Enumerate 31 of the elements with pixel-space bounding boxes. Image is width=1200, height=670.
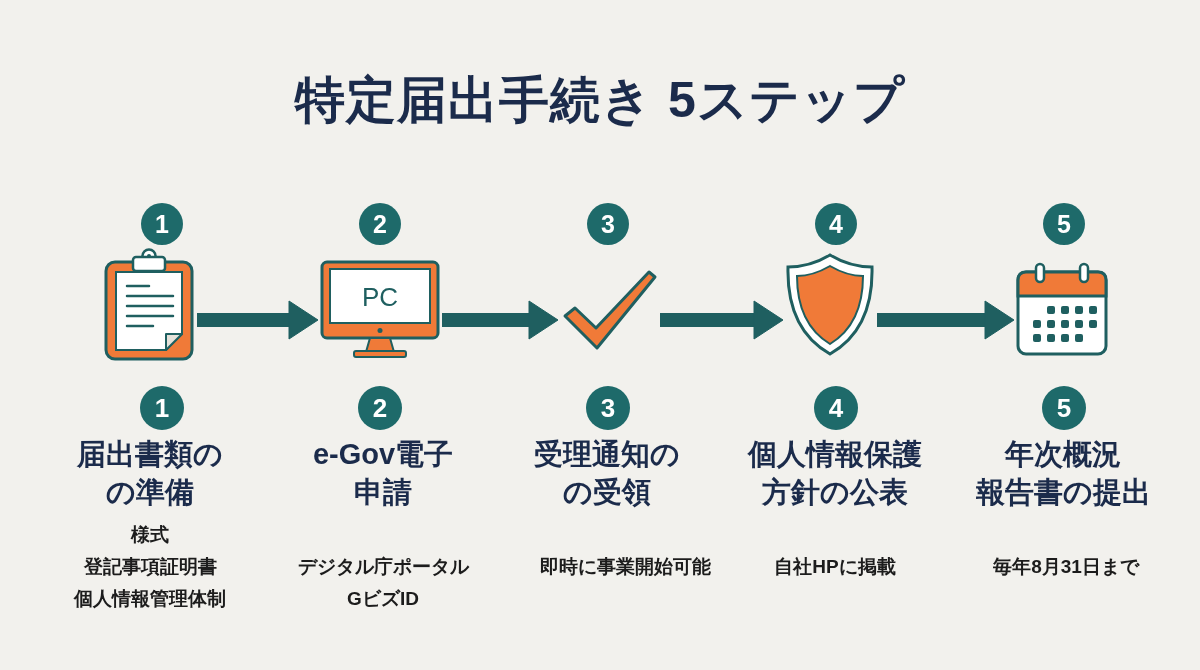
step-detail: 自社HPに掲載	[774, 555, 896, 579]
arrow	[660, 300, 784, 340]
step-detail: 毎年8月31日まで	[993, 555, 1139, 579]
step-number: 3	[586, 386, 630, 430]
step-heading: 個人情報保護方針の公表	[748, 437, 922, 510]
step-detail: GビズID	[347, 587, 419, 611]
arrow	[197, 300, 319, 340]
step-detail: 様式	[131, 523, 169, 547]
step-detail: 個人情報管理体制	[74, 587, 226, 611]
step-number: 4	[815, 203, 857, 245]
arrow	[442, 300, 559, 340]
step-number: 1	[141, 203, 183, 245]
step-heading: e-Gov電子申請	[312, 437, 454, 510]
step-detail: 即時に事業開始可能	[539, 555, 711, 579]
step-number: 1	[140, 386, 184, 430]
clipboard-icon	[103, 248, 195, 362]
step-number: 3	[587, 203, 629, 245]
step-heading: 届出書類のの準備	[77, 437, 223, 510]
step-heading: 年次概況報告書の提出	[975, 437, 1151, 510]
step-number: 4	[814, 386, 858, 430]
shield-icon	[785, 252, 875, 357]
step-number: 2	[359, 203, 401, 245]
step-number: 5	[1043, 203, 1085, 245]
step-heading: 受理通知のの受領	[534, 437, 680, 510]
step-number: 5	[1042, 386, 1086, 430]
step-number: 2	[358, 386, 402, 430]
arrow	[877, 300, 1015, 340]
title: 特定届出手続き 5ステップ	[295, 71, 905, 130]
step-detail: デジタル庁ポータル	[297, 555, 469, 579]
step-detail: 登記事項証明書	[83, 555, 217, 579]
calendar-icon	[1016, 262, 1108, 356]
